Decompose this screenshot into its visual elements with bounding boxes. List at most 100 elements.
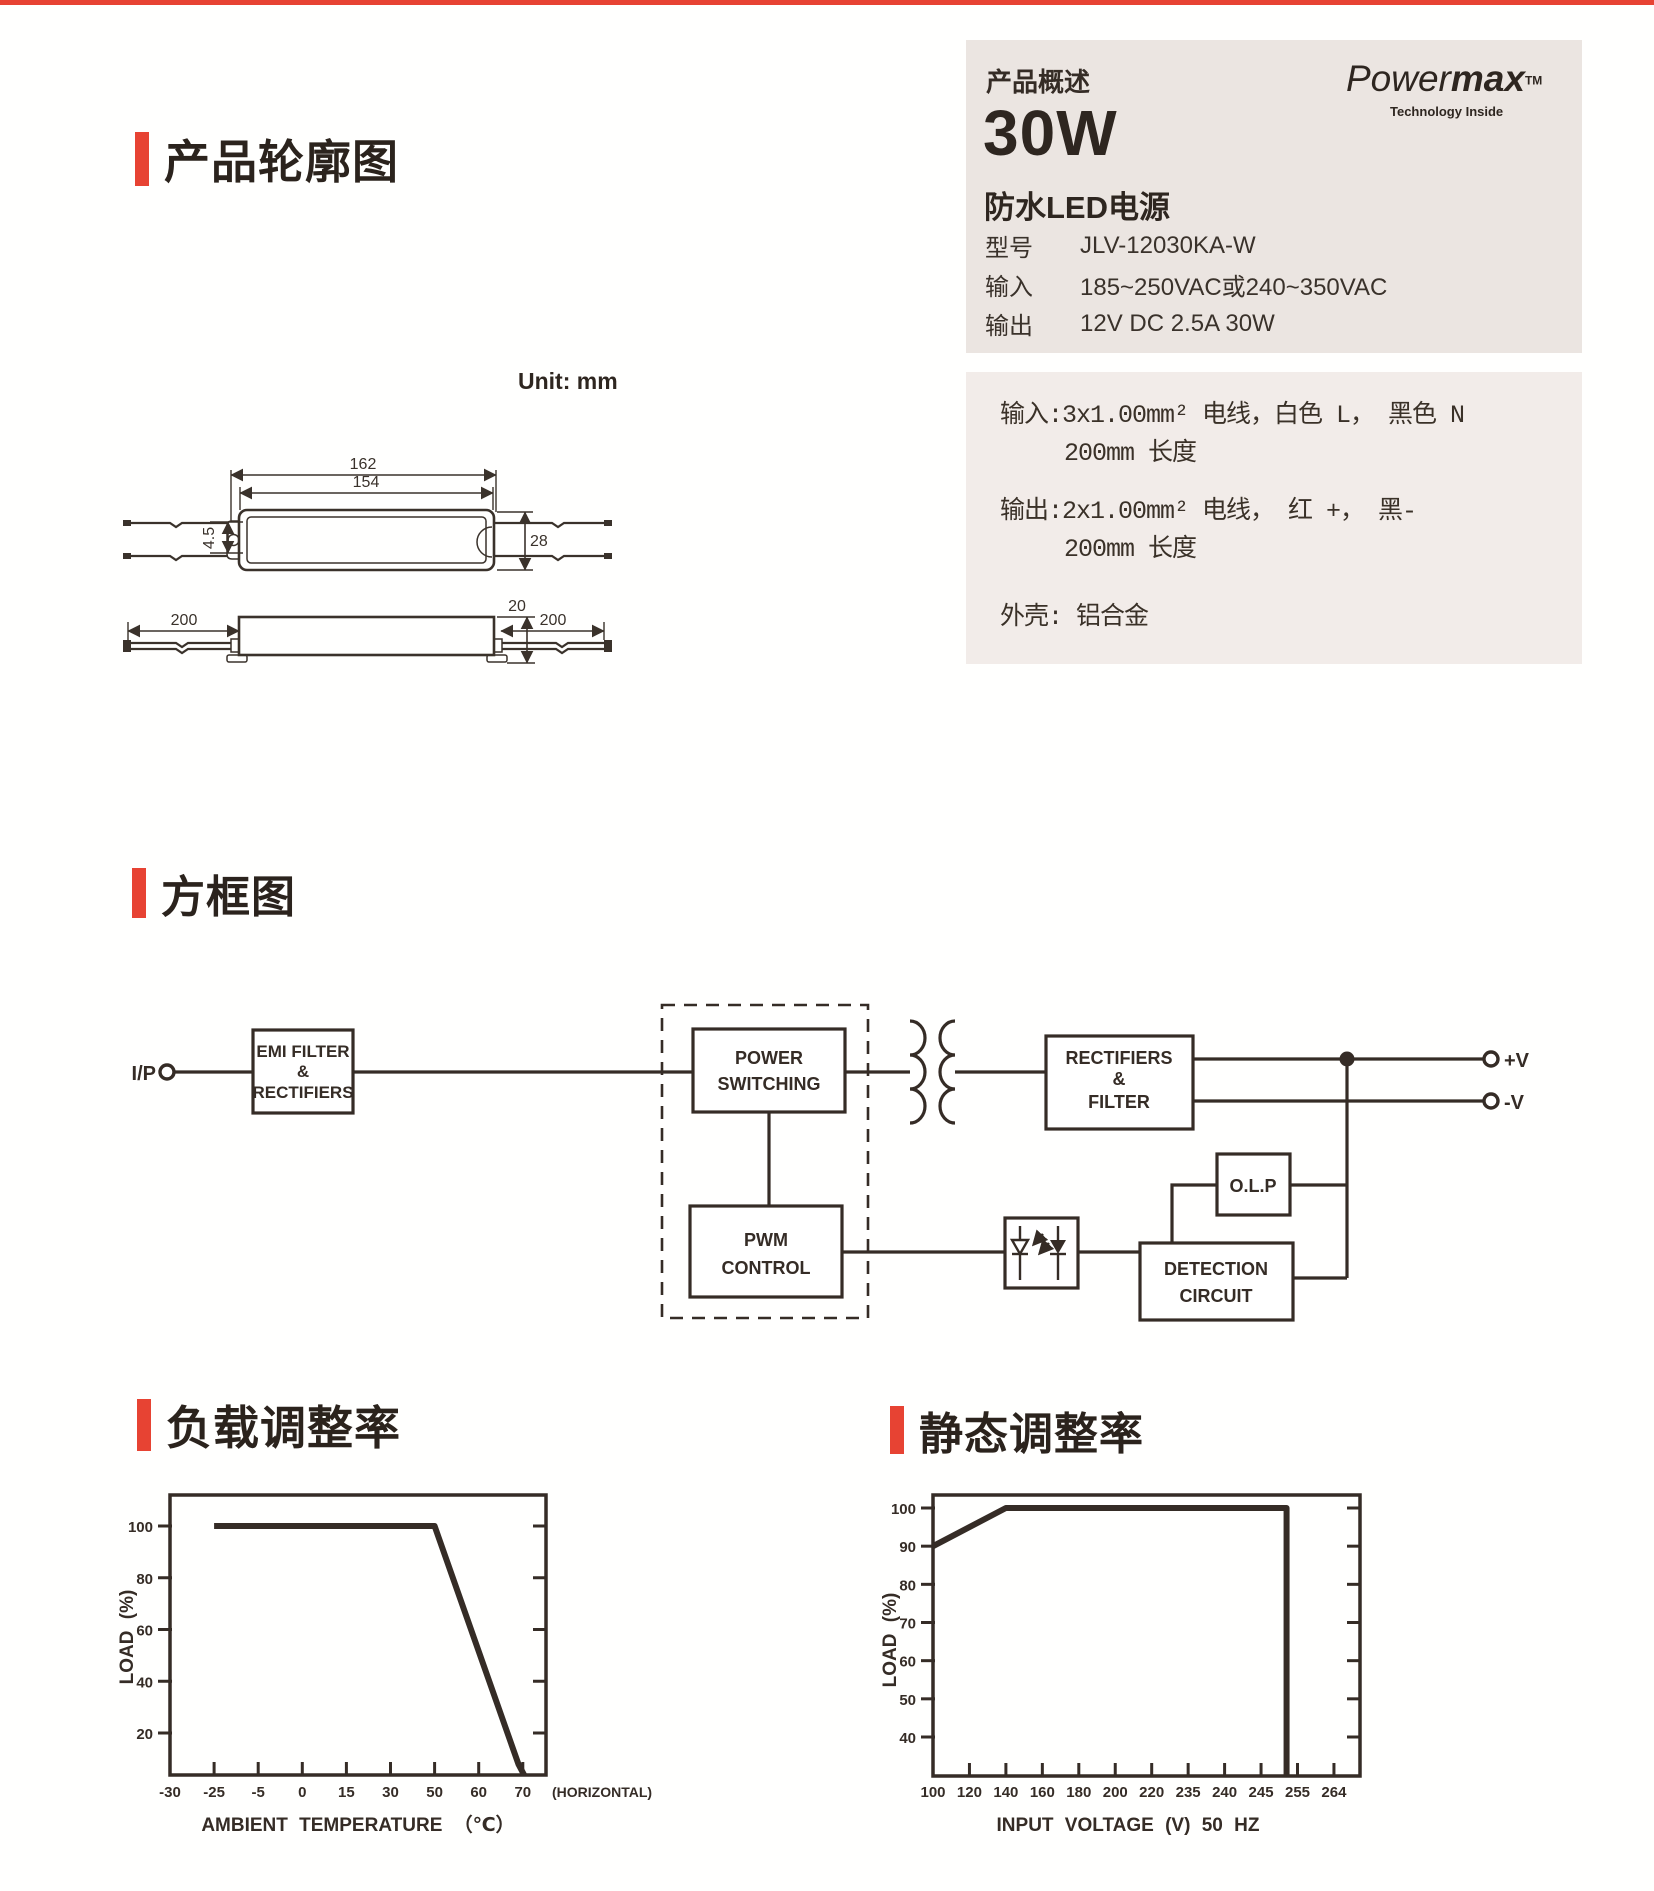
x-axis-title: INPUT VOLTAGE (V) 50 HZ [997, 1815, 1260, 1836]
x-tick-label: -30 [159, 1784, 181, 1801]
block-label: PWM [744, 1230, 788, 1250]
mount-hole [227, 533, 240, 547]
x-tick-label: 100 [920, 1784, 945, 1801]
mount-tab-left [226, 654, 248, 663]
x-tick-label: 255 [1285, 1784, 1310, 1801]
mount-tab-right [486, 654, 508, 663]
x-tick-label: 60 [470, 1784, 487, 1801]
x-axis-title: AMBIENT TEMPERATURE （℃） [201, 1813, 514, 1836]
accent-bar [137, 1399, 151, 1451]
section-static-title: 静态调整率 [890, 1398, 1144, 1462]
spec-row-output: 输出 12V DC 2.5A 30W [985, 304, 1565, 343]
load-regulation-chart: (HORIZONTAL) AMBIENT TEMPERATURE （℃） LOA… [117, 1493, 652, 1836]
input-wire-side-1 [131, 641, 231, 649]
power-switching-block: POWER SWITCHING [691, 1027, 847, 1114]
y-tick-label: 60 [136, 1623, 153, 1640]
x-tick-label: 180 [1066, 1784, 1091, 1801]
y-tick-label: 100 [128, 1519, 153, 1536]
top-view: 162 154 4.5 28 [123, 456, 612, 572]
brand-logo: PowermaxTM [1346, 58, 1542, 100]
section-title-text: 静态调整率 [919, 1410, 1144, 1459]
dim-label-28: 28 [530, 533, 548, 550]
wattage-text: 30W [983, 97, 1118, 169]
x-tick-label: 140 [993, 1784, 1018, 1801]
y-tick-label: 70 [899, 1616, 916, 1633]
junction-dot [1339, 1051, 1355, 1067]
accent-bar [135, 132, 149, 186]
wire-tip [604, 640, 612, 652]
chart-frame [168, 1493, 548, 1777]
output-wire-1 [494, 521, 604, 529]
section-outline-title: 产品轮廓图 [135, 126, 399, 192]
y-tick-label: 20 [136, 1726, 153, 1743]
input-wire-2 [131, 554, 228, 562]
block-label: EMI FILTER [256, 1042, 349, 1061]
block-label: RECTIFIERS [252, 1083, 353, 1102]
spec-label: 型号 [985, 235, 1033, 262]
spec-row-input: 输入 185~250VAC或240~350VAC [985, 265, 1565, 304]
data-line [214, 1523, 527, 1777]
wire-output-line2: 200mm 长度 [1064, 535, 1197, 564]
brand-name-bold: max [1450, 58, 1525, 99]
wire-tip [123, 520, 131, 526]
spec-label: 输入 [985, 274, 1033, 301]
y-axis-title: LOAD (%) [117, 1590, 138, 1685]
negative-terminal [1482, 1092, 1500, 1110]
x-tick-label: 70 [514, 1784, 531, 1801]
accent-bar [890, 1406, 904, 1454]
side-view: 200 20 200 [123, 598, 612, 664]
block-label: CIRCUIT [1180, 1286, 1253, 1306]
rectifiers-filter-block: RECTIFIERS & FILTER [1044, 1034, 1195, 1131]
input-terminal-label: I/P [132, 1063, 156, 1085]
unit-label: Unit: mm [518, 368, 618, 394]
accent-bar [132, 868, 146, 918]
spec-value: 12V DC 2.5A 30W [1080, 309, 1275, 337]
data-line [931, 1505, 1290, 1776]
wire-tip [123, 640, 131, 652]
y-tick-label: 90 [899, 1539, 916, 1556]
dimension-28: 28 [497, 511, 548, 571]
x-tick-label: 240 [1212, 1784, 1237, 1801]
top-accent-rule [0, 0, 1654, 5]
block-label: & [1113, 1069, 1126, 1089]
wire-tip [604, 520, 612, 526]
dim-label-162: 162 [350, 456, 377, 473]
input-terminal [158, 1063, 176, 1081]
olp-block: O.L.P [1215, 1152, 1292, 1217]
y-tick-label: 50 [899, 1692, 916, 1709]
y-axis-title: LOAD (%) [880, 1593, 901, 1688]
wire-gland-right [493, 638, 503, 653]
wire-output-line1: 输出:2x1.00mm² 电线， 红 +， 黑- [1000, 497, 1417, 526]
x-tick-label: 264 [1321, 1784, 1347, 1801]
case-outline [237, 508, 496, 572]
dimension-154: 154 [239, 474, 494, 510]
y-tick-label: 60 [899, 1654, 916, 1671]
spec-value: JLV-12030KA-W [1080, 231, 1256, 259]
x-tick-label: 220 [1139, 1784, 1164, 1801]
section-title-text: 方框图 [161, 873, 296, 922]
detection-circuit-block: DETECTION CIRCUIT [1138, 1241, 1295, 1322]
dimension-162: 162 [230, 456, 497, 522]
section-block-title: 方框图 [132, 861, 296, 925]
y-tick-label: 80 [899, 1577, 916, 1594]
y-tick-label: 40 [136, 1674, 153, 1691]
block-label: CONTROL [722, 1258, 811, 1278]
y-tick-label: 100 [891, 1501, 916, 1518]
diagram-wires [174, 1057, 1484, 1280]
x-tick-label: 0 [298, 1784, 306, 1801]
wire-info-card: 输入:3x1.00mm² 电线，白色 L， 黑色 N 200mm 长度 输出:2… [966, 372, 1582, 664]
overview-header: 产品概述 [986, 67, 1091, 97]
x-tick-label: 245 [1249, 1784, 1274, 1801]
product-overview-card: 产品概述 PowermaxTM Technology Inside 30W 防水… [966, 40, 1582, 353]
mount-notch [476, 526, 493, 558]
wire-input-line2: 200mm 长度 [1064, 439, 1197, 468]
x-tick-label: 50 [426, 1784, 443, 1801]
spec-row-model: 型号 JLV-12030KA-W [985, 226, 1565, 265]
input-wire-1 [131, 521, 228, 529]
spec-label: 输出 [985, 313, 1033, 340]
wire-tip [604, 553, 612, 559]
x-tick-label: 160 [1030, 1784, 1055, 1801]
